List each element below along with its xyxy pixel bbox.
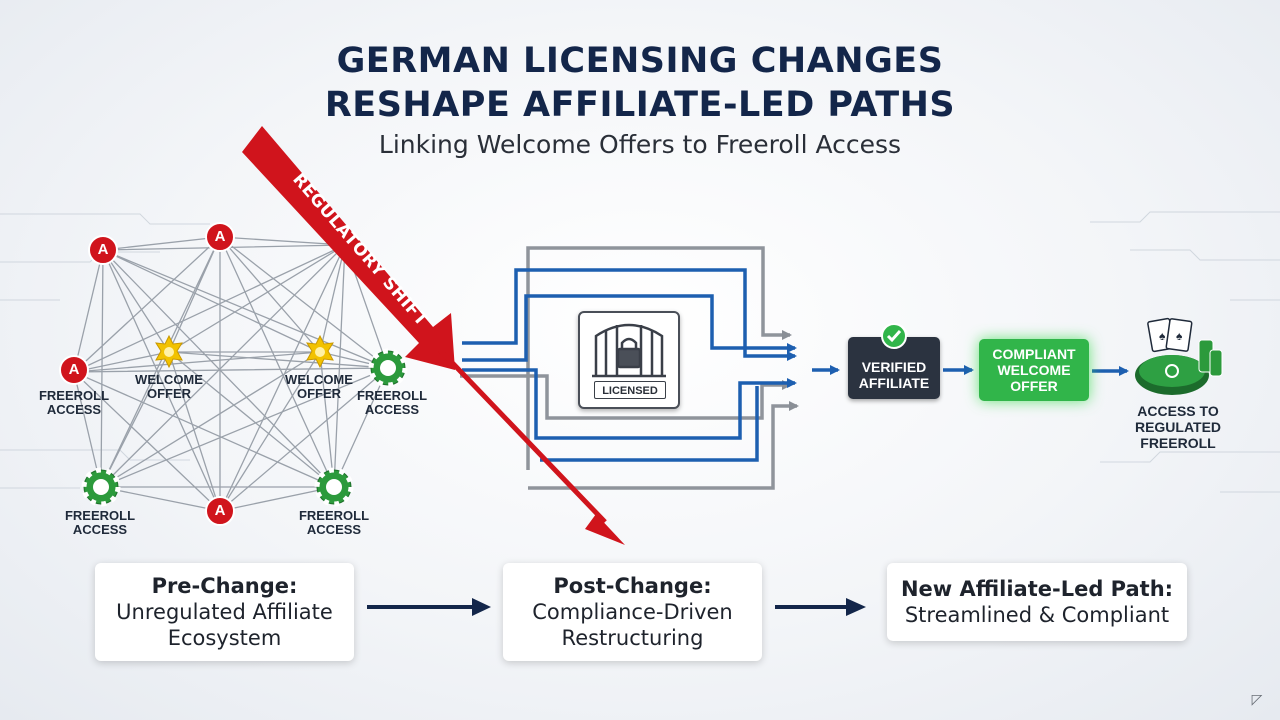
circuit-decoration (0, 211, 1280, 493)
checkmark-icon (881, 323, 907, 349)
stage-desc-line1: Compliance-Driven (532, 600, 733, 624)
freeroll-access-label-line2: ACCESS (72, 522, 128, 537)
stage-post-change: Post-Change: Compliance-Driven Restructu… (503, 563, 762, 661)
stage-title: Post-Change: (553, 574, 712, 598)
stage-desc-line1: Unregulated Affiliate (116, 600, 333, 624)
stage-title: Pre-Change: (151, 574, 298, 598)
affiliate-letter: A (214, 228, 226, 245)
gray-routing-paths (460, 246, 799, 490)
freeroll-access-label-line1: FREEROLL (38, 388, 110, 403)
freeroll-access-label-line2: ACCESS (46, 402, 102, 417)
freeroll-access-label-line1: FREEROLL (356, 388, 428, 403)
freeroll-access-label-line1: FREEROLL (298, 508, 370, 523)
welcome-offer-label-line2: OFFER (146, 386, 192, 401)
affiliate-icon (59, 222, 356, 526)
svg-text:♠: ♠ (1159, 329, 1166, 343)
stage-title: New Affiliate-Led Path: (900, 577, 1174, 601)
access-line3: FREEROLL (1140, 435, 1216, 451)
page-subtitle: Linking Welcome Offers to Freeroll Acces… (378, 130, 902, 159)
welcome-offer-label: WELCOME OFFER (274, 373, 364, 401)
freeroll-access-label-line1: FREEROLL (64, 508, 136, 523)
access-regulated-freeroll-label: ACCESS TO REGULATED FREEROLL (1122, 403, 1234, 451)
welcome-offer-label-line1: WELCOME (135, 372, 203, 387)
affiliate-letter: A (68, 361, 80, 378)
freeroll-access-label: FREEROLL ACCESS (34, 389, 114, 417)
compliant-line1: COMPLIANT (992, 346, 1076, 362)
welcome-offer-label: WELCOME OFFER (124, 373, 214, 401)
welcome-offer-label-line2: OFFER (296, 386, 342, 401)
page-title-line1: GERMAN LICENSING CHANGES (336, 41, 944, 81)
stage-pre-change: Pre-Change: Unregulated Affiliate Ecosys… (95, 563, 354, 661)
compliant-line3: OFFER (1010, 378, 1058, 394)
compliant-line2: WELCOME (997, 362, 1071, 378)
affiliate-letter: A (97, 241, 109, 258)
access-line1: ACCESS TO (1137, 403, 1219, 419)
regulatory-shift-arrow (242, 126, 625, 545)
stage-new-path: New Affiliate-Led Path: Streamlined & Co… (887, 563, 1187, 641)
verified-affiliate-line1: VERIFIED (861, 359, 927, 375)
poker-table-icon (1135, 339, 1223, 395)
blue-routing-paths (462, 268, 1129, 462)
freeroll-access-label: FREEROLL ACCESS (352, 389, 432, 417)
freeroll-access-label-line2: ACCESS (364, 402, 420, 417)
poker-chip-icon (81, 348, 408, 507)
star-icon (155, 334, 334, 369)
freeroll-access-label: FREEROLL ACCESS (294, 509, 374, 537)
welcome-offer-label-line1: WELCOME (285, 372, 353, 387)
affiliate-letter: A (214, 502, 226, 519)
verified-affiliate-line2: AFFILIATE (858, 375, 930, 391)
freeroll-access-label: FREEROLL ACCESS (60, 509, 140, 537)
corner-logo-icon: ◸ (1251, 691, 1263, 707)
compliant-welcome-offer-box: COMPLIANT WELCOME OFFER (979, 339, 1089, 401)
lock-gate-icon (592, 323, 666, 378)
stage-desc-line1: Streamlined & Compliant (904, 603, 1170, 627)
stage-arrows (367, 598, 866, 616)
stage-desc-line2: Ecosystem (167, 626, 282, 650)
page-title-line2: RESHAPE AFFILIATE-LED PATHS (324, 85, 956, 125)
svg-text:♠: ♠ (1176, 329, 1183, 343)
network-links (73, 236, 389, 512)
cards-icon: ♠ ♠ (1147, 317, 1193, 353)
stage-desc-line2: Restructuring (561, 626, 704, 650)
freeroll-access-label-line2: ACCESS (306, 522, 362, 537)
licensed-label: LICENSED (594, 381, 666, 399)
access-line2: REGULATED (1134, 419, 1222, 435)
